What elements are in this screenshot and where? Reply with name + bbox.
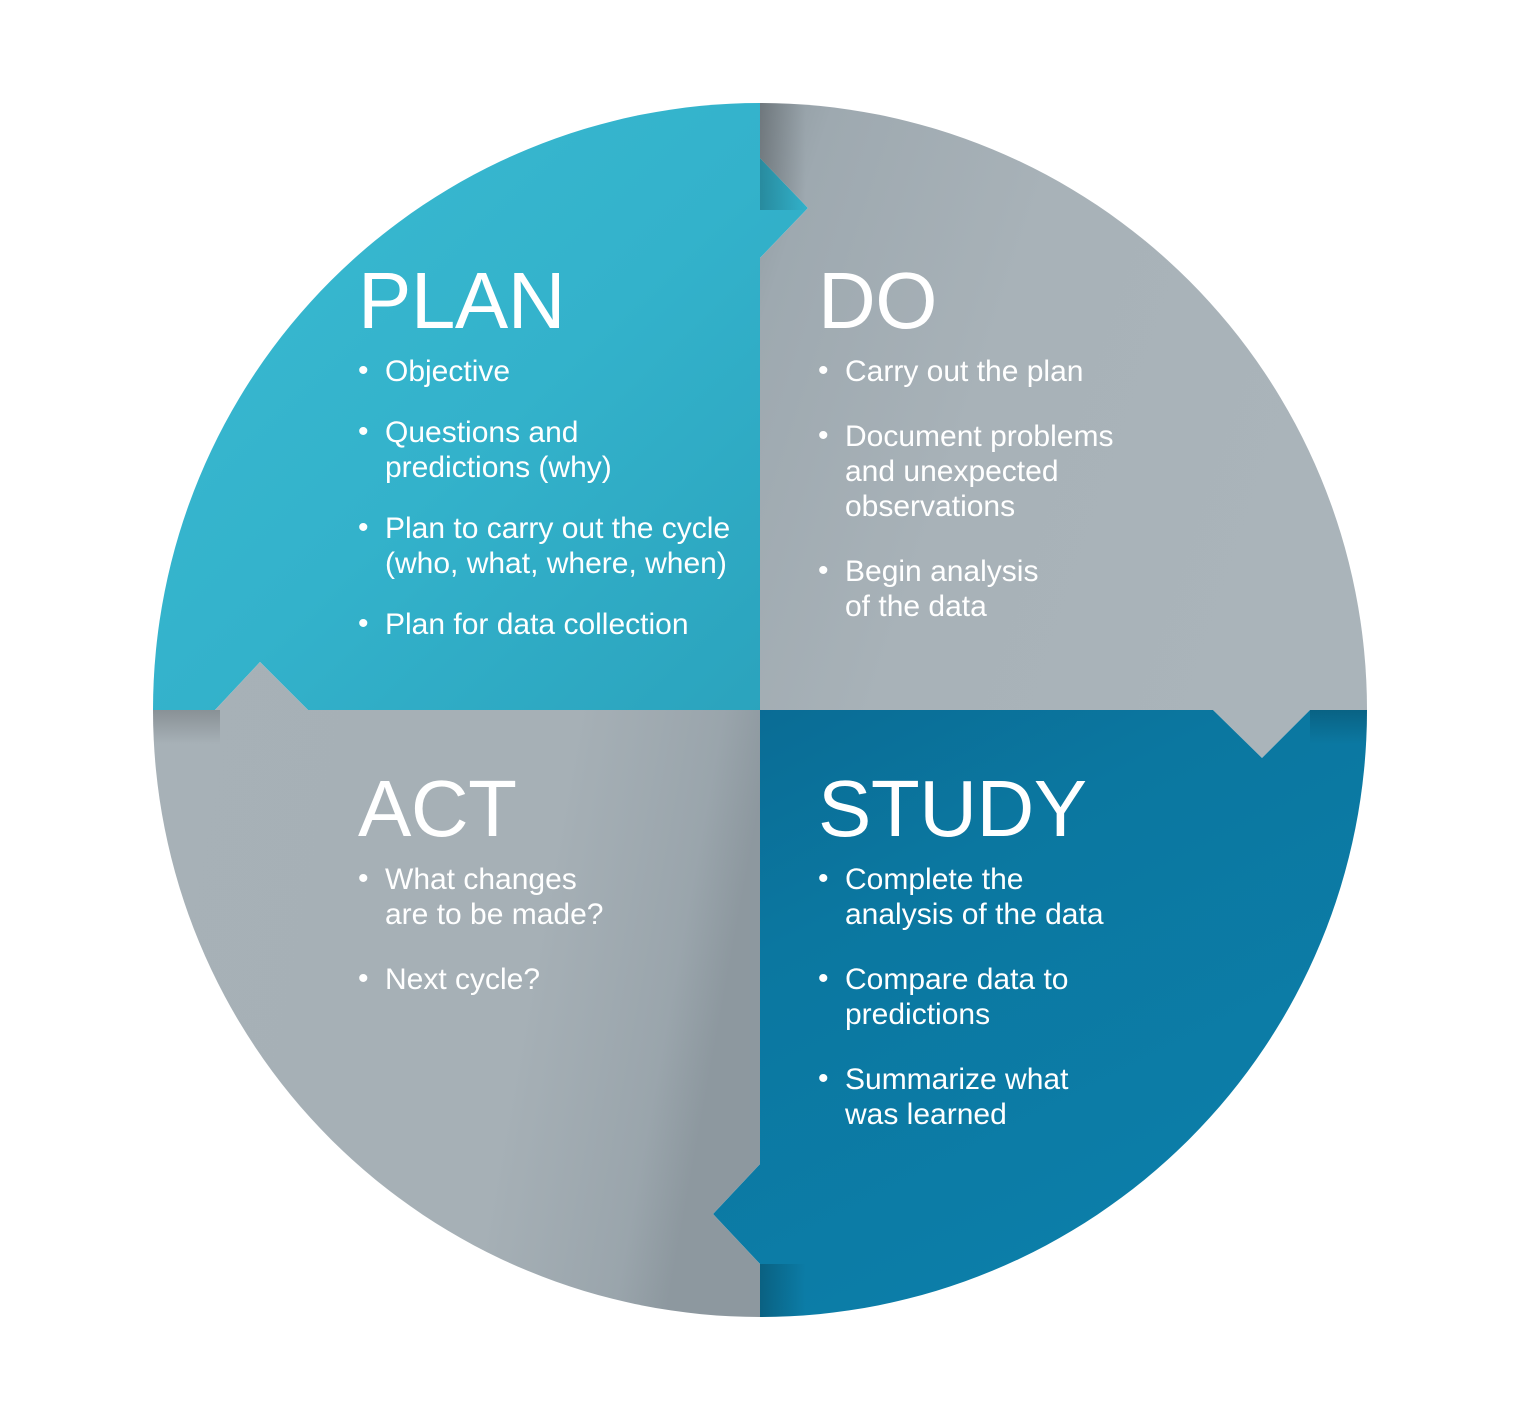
plan-bullet-4: Plan for data collection <box>358 606 758 642</box>
study-quadrant-text: STUDY Complete the analysis of the data … <box>818 764 1148 1162</box>
act-bullet-1: What changes are to be made? <box>358 861 718 932</box>
study-bullet-list: Complete the analysis of the data Compar… <box>818 861 1148 1133</box>
seam-shadow-horizontal-left <box>153 710 220 744</box>
seam-shadow-vertical-bottom <box>760 1264 806 1317</box>
study-bullet-2: Compare data to predictions <box>818 961 1148 1032</box>
study-title: STUDY <box>818 764 1087 853</box>
do-bullet-3: Begin analysis of the data <box>818 553 1148 624</box>
plan-title: PLAN <box>358 256 565 345</box>
do-bullet-list: Carry out the plan Document problems and… <box>818 353 1148 625</box>
act-quadrant-text: ACT What changes are to be made? Next cy… <box>358 764 718 1027</box>
act-bullet-list: What changes are to be made? Next cycle? <box>358 861 718 997</box>
study-bullet-1: Complete the analysis of the data <box>818 861 1148 932</box>
do-bullet-1: Carry out the plan <box>818 353 1148 389</box>
act-bullet-2: Next cycle? <box>358 961 718 997</box>
do-bullet-2: Document problems and unexpected observa… <box>818 418 1148 524</box>
plan-bullet-list: Objective Questions and predictions (why… <box>358 353 758 643</box>
do-quadrant-text: DO Carry out the plan Document problems … <box>818 256 1148 654</box>
seam-shadow-horizontal-right <box>1310 710 1367 744</box>
act-title: ACT <box>358 764 517 853</box>
plan-bullet-2: Questions and predictions (why) <box>358 414 758 485</box>
plan-bullet-3: Plan to carry out the cycle (who, what, … <box>358 510 758 581</box>
plan-bullet-1: Objective <box>358 353 758 389</box>
plan-quadrant-text: PLAN Objective Questions and predictions… <box>358 256 758 643</box>
do-title: DO <box>818 256 938 345</box>
study-bullet-3: Summarize what was learned <box>818 1061 1148 1132</box>
seam-shadow-vertical-top <box>760 103 806 210</box>
